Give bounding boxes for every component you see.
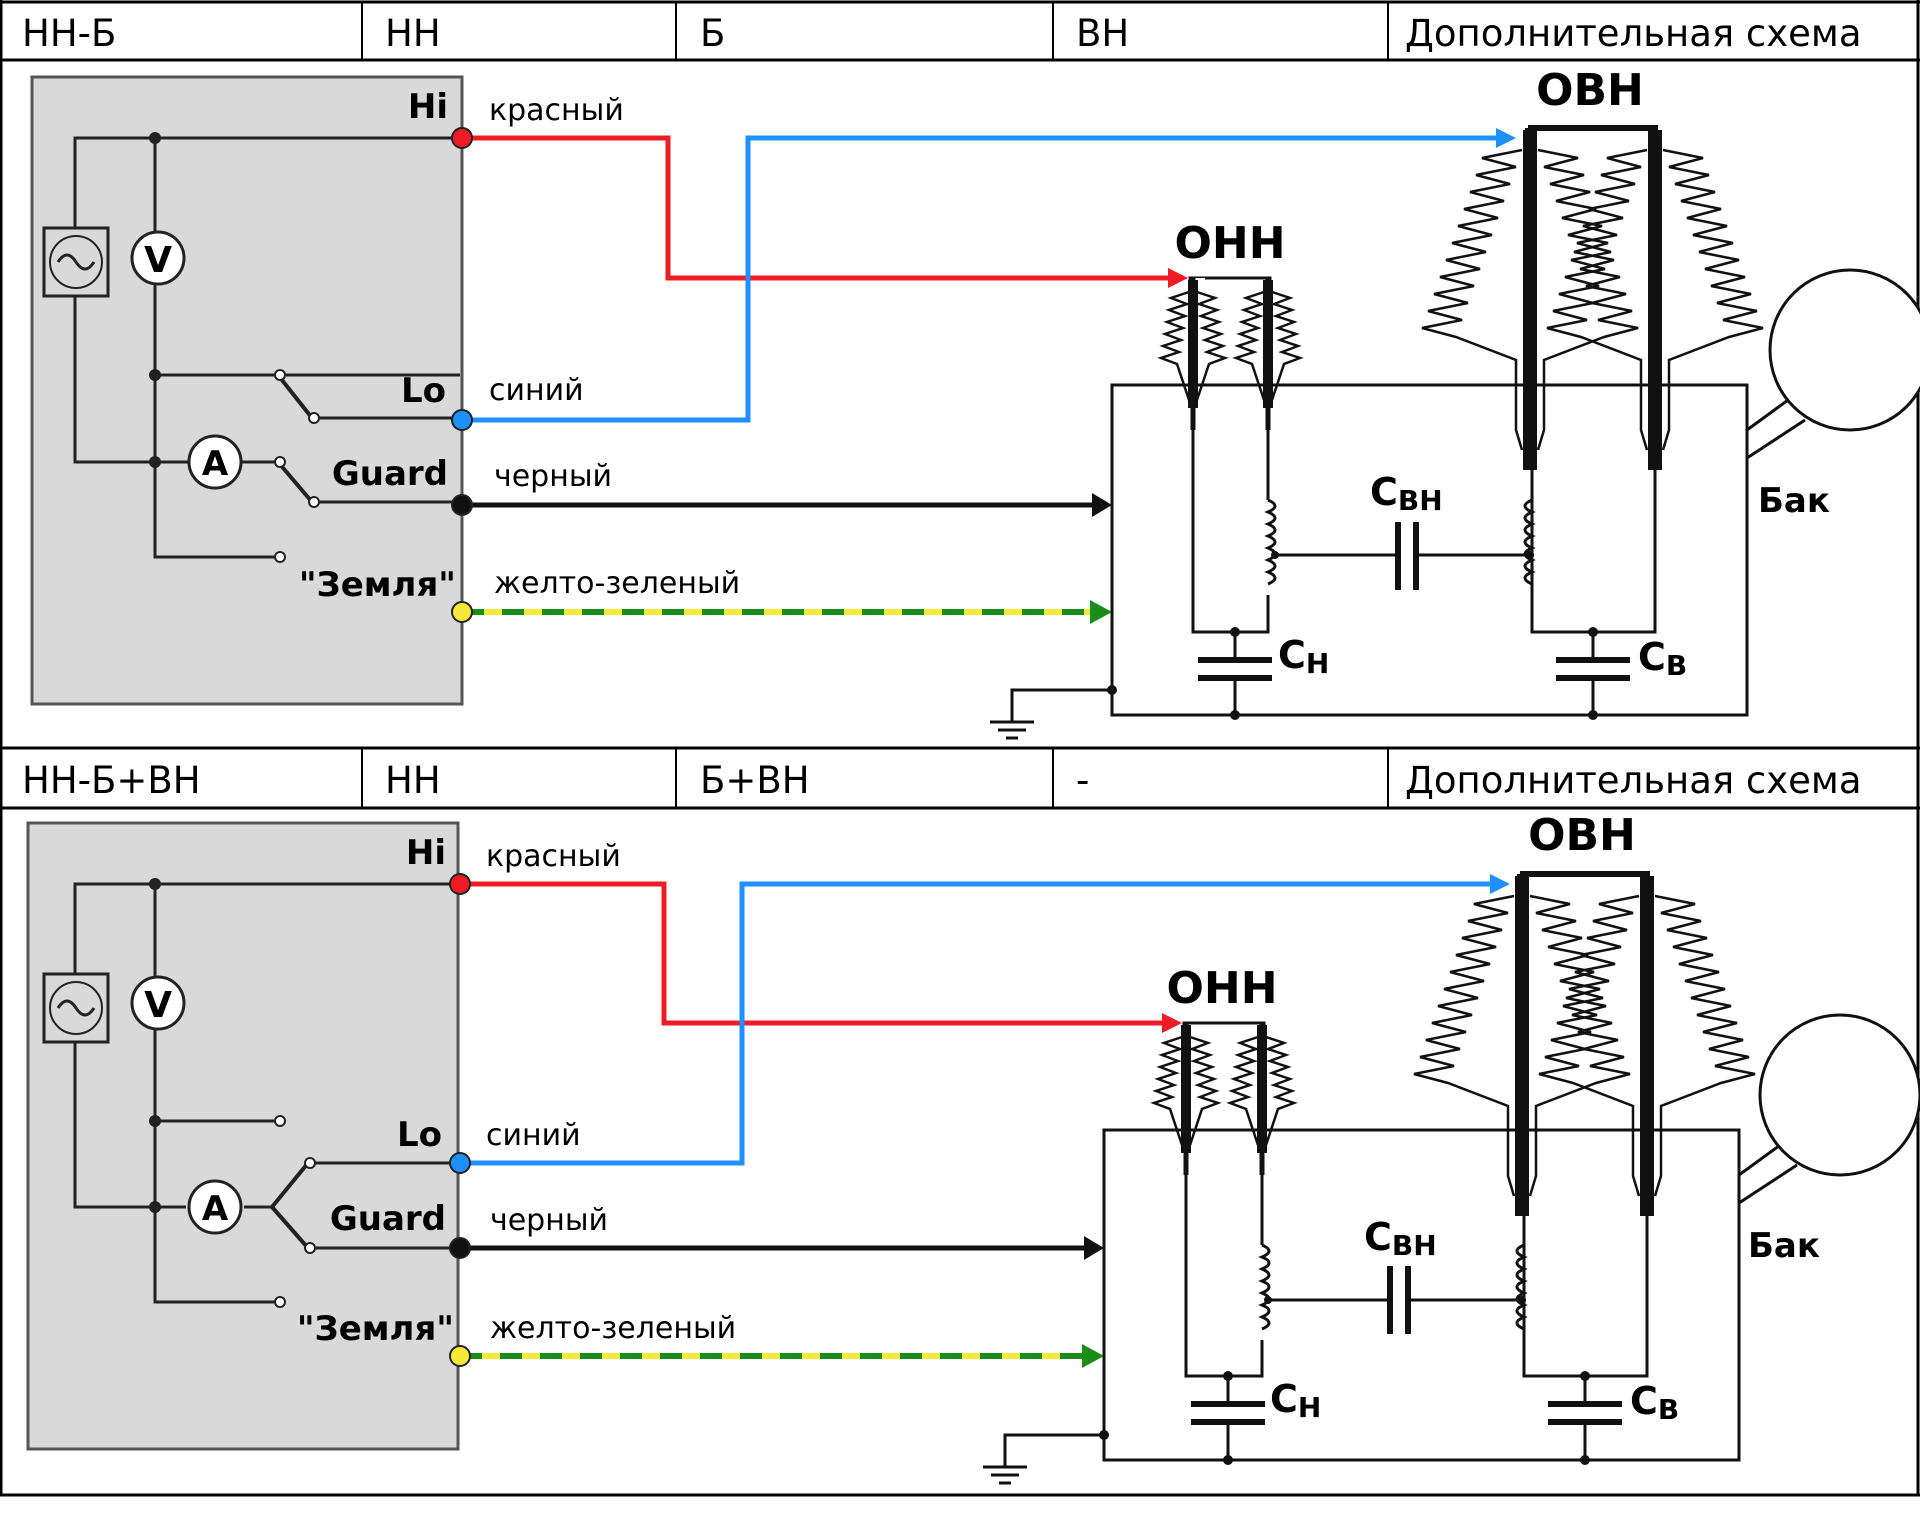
terminal-label: Guard — [330, 1199, 446, 1239]
ammeter-icon: A — [187, 434, 243, 490]
header-cell: ВН — [1076, 12, 1129, 55]
svg-text:A: A — [202, 1189, 229, 1229]
tank-label: Бак — [1758, 481, 1830, 521]
wire-label: желто-зеленый — [490, 1311, 736, 1346]
cv-label: СВ — [1638, 635, 1687, 682]
ovn-label: ОВН — [1536, 65, 1644, 116]
header-cell: НН — [385, 12, 441, 55]
row-1: НН-Б НН Б ВН Дополнительная схема — [0, 0, 1920, 750]
svg-text:V: V — [144, 240, 172, 281]
wire-label: синий — [486, 1118, 581, 1153]
header-cell: Дополнительная схема — [1405, 759, 1862, 802]
terminal-label: Guard — [332, 454, 448, 494]
header-cell: - — [1076, 759, 1089, 802]
header-row: НН-Б НН Б ВН Дополнительная схема — [0, 0, 1920, 750]
wire-label: черный — [490, 1203, 608, 1238]
header-row: НН-Б+ВН НН Б+ВН - Дополнительная схема — [0, 746, 1920, 1497]
conservator-icon — [1768, 268, 1920, 432]
terminal-label: Hi — [408, 87, 448, 127]
wire-label: синий — [489, 373, 584, 408]
row-2: НН-Б+ВН НН Б+ВН - Дополнительная схема — [0, 746, 1920, 1497]
wire-label: красный — [489, 93, 624, 128]
header-cell: НН-Б+ВН — [22, 759, 201, 802]
cvn-label: СВН — [1364, 1215, 1437, 1262]
ground-icon — [983, 1465, 1027, 1485]
test-leads: красный синий черный желто-зеленый — [451, 93, 1516, 624]
wire-label: желто-зеленый — [494, 566, 740, 601]
header-cell: Б — [700, 12, 725, 55]
cv-label: СВ — [1630, 1379, 1679, 1426]
onn-label: ОНН — [1174, 218, 1285, 269]
ground-icon — [990, 720, 1034, 740]
measuring-instrument: V A Hi Lo Guard "Земля" — [26, 821, 460, 1451]
conservator-icon — [1758, 1013, 1920, 1177]
cn-label: СН — [1278, 633, 1329, 680]
header-cell: НН-Б — [22, 12, 116, 55]
cn-label: СН — [1270, 1377, 1321, 1424]
tank-label: Бак — [1748, 1226, 1820, 1266]
cvn-label: СВН — [1370, 470, 1443, 517]
terminal-label: Lo — [397, 1115, 442, 1155]
terminal-label: "Земля" — [299, 565, 456, 605]
header-cell: Б+ВН — [700, 759, 810, 802]
terminal-label: Lo — [401, 371, 446, 411]
transformer: ОНН ОВН СВН СН СВ — [990, 65, 1920, 740]
onn-label: ОНН — [1166, 963, 1277, 1014]
voltmeter-icon: V — [130, 230, 186, 286]
svg-text:V: V — [144, 985, 172, 1026]
terminal-label: "Земля" — [297, 1309, 454, 1349]
header-cell: Дополнительная схема — [1405, 12, 1862, 55]
header-cell: НН — [385, 759, 441, 802]
svg-text:A: A — [202, 444, 229, 484]
ovn-label: ОВН — [1528, 810, 1636, 861]
wire-label: черный — [494, 459, 612, 494]
ammeter-icon: A — [187, 1179, 243, 1235]
voltmeter-icon: V — [130, 975, 186, 1031]
test-leads: красный синий черный желто-зеленый — [449, 839, 1510, 1368]
wire-label: красный — [486, 839, 621, 874]
transformer: ОНН ОВН СВН СН СВ — [983, 810, 1920, 1485]
terminal-label: Hi — [406, 833, 446, 873]
measuring-instrument: V A Hi Lo Guard "Земля" — [30, 75, 464, 706]
